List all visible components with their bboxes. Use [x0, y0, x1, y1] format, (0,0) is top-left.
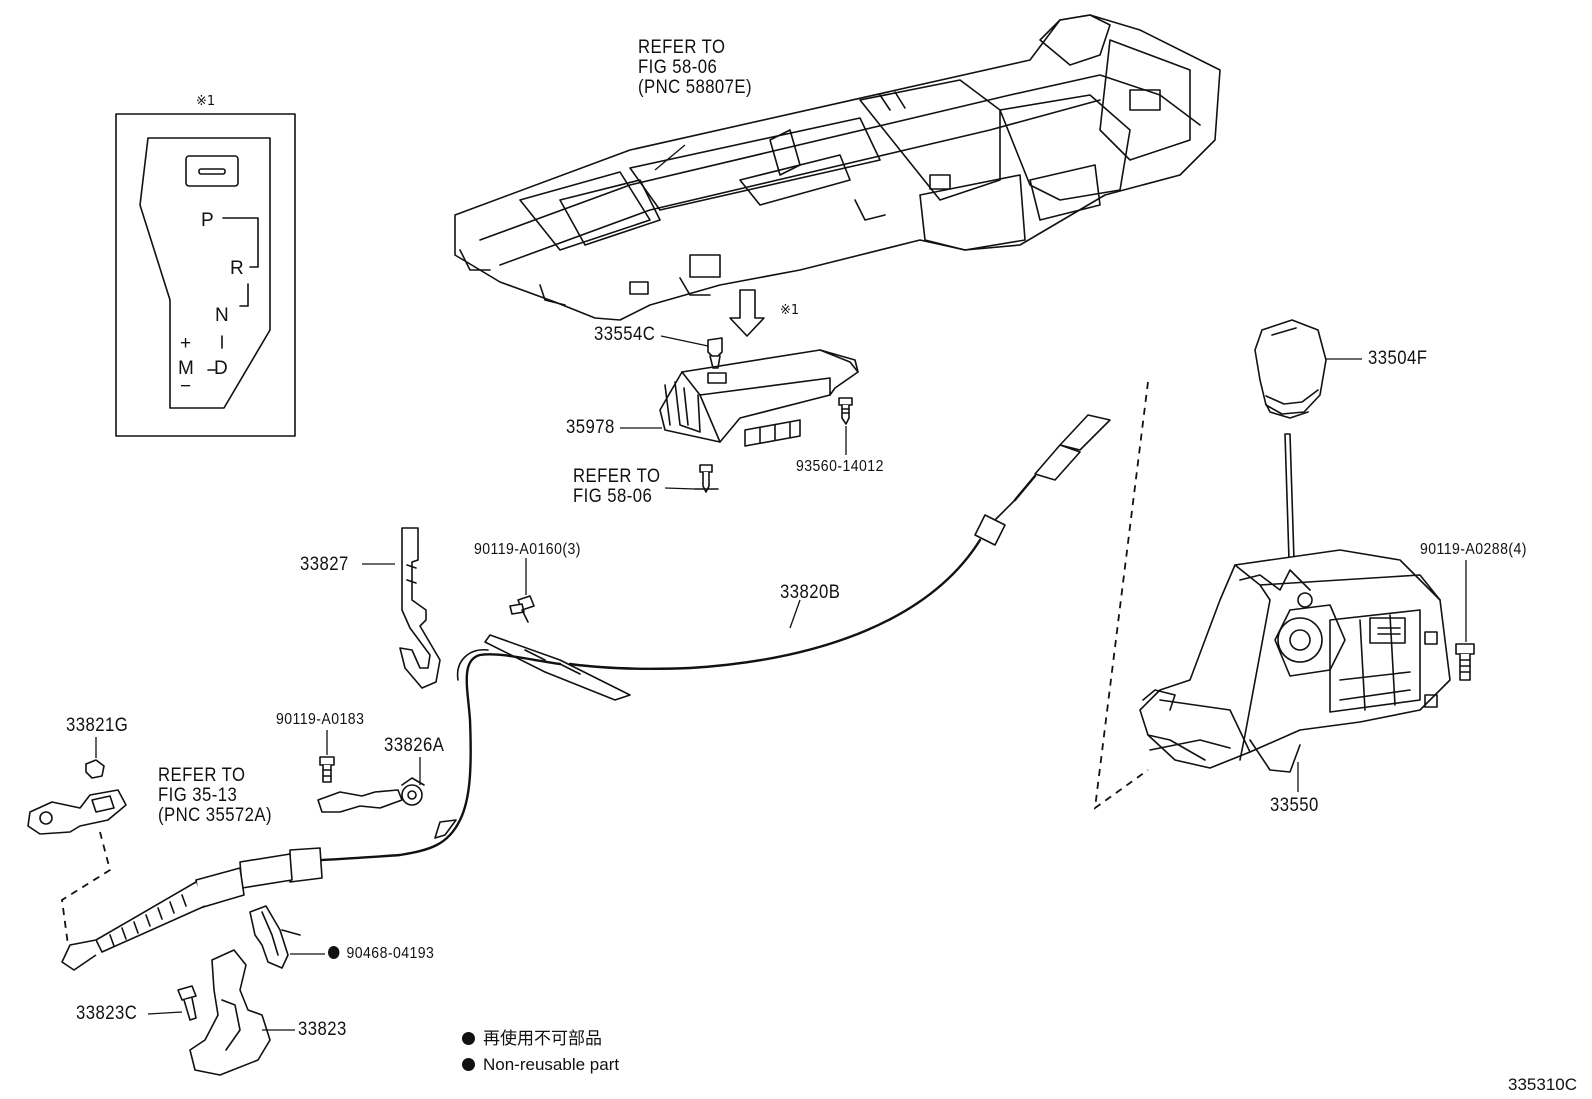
gear-p-label: P	[201, 210, 214, 231]
bracket-33823	[189, 949, 271, 1076]
refer-line: REFER TO	[638, 37, 726, 58]
part-label-33823[interactable]: 33823	[298, 1019, 347, 1040]
shift-pattern-inset	[115, 113, 296, 437]
refer-line: FIG 58-06	[638, 57, 718, 78]
legend-jp: 再使用不可部品	[462, 1029, 602, 1049]
part-label-33821g[interactable]: 33821G	[66, 715, 129, 736]
bolt-33823c	[177, 985, 197, 1021]
refer-line: FIG 35-13	[158, 785, 238, 806]
legend-jp-text: 再使用不可部品	[483, 1029, 602, 1048]
part-label-90119-a0288[interactable]: 90119-A0288(4)	[1420, 541, 1527, 558]
retainer-clip-90468	[249, 905, 301, 969]
part-label-35978[interactable]: 35978	[566, 417, 615, 438]
gear-n-label: N	[215, 305, 229, 326]
part-label-93560-14012[interactable]: 93560-14012	[796, 458, 884, 475]
shift-lever-rod	[1284, 433, 1295, 561]
cable-bracket-33827	[399, 527, 441, 689]
refer-note-35572a: REFER TO FIG 35-13 (PNC 35572A)	[158, 766, 272, 826]
part-label-90119-a0160[interactable]: 90119-A0160(3)	[474, 541, 581, 558]
part-label-33550[interactable]: 33550	[1270, 795, 1319, 816]
part-label-33820b[interactable]: 33820B	[780, 582, 841, 603]
part-label-90468-04193[interactable]: 90468-04193	[328, 944, 434, 963]
part-number-text: 90468-04193	[346, 945, 435, 962]
refer-line: REFER TO	[573, 466, 661, 487]
shift-indicator-assembly	[659, 337, 859, 493]
part-label-33827[interactable]: 33827	[300, 554, 349, 575]
refer-line: FIG 58-06	[573, 486, 653, 507]
alignment-dashed-line	[1093, 381, 1149, 810]
part-label-33823c[interactable]: 33823C	[76, 1003, 138, 1024]
shift-knob	[1254, 319, 1327, 419]
gear-minus-label: −	[180, 376, 192, 397]
console-box	[454, 14, 1221, 321]
non-reusable-dot-icon	[462, 1058, 475, 1071]
non-reusable-dot-icon	[462, 1032, 475, 1045]
part-label-90119-a0183[interactable]: 90119-A0183	[276, 711, 365, 728]
non-reusable-dot-icon	[328, 946, 340, 959]
refer-line: (PNC 35572A)	[158, 805, 273, 826]
bolt-90119-a0183	[319, 756, 335, 783]
bolt-90119-a0160	[509, 595, 535, 623]
part-label-33554c[interactable]: 33554C	[594, 324, 656, 345]
gear-r-label: R	[230, 258, 244, 279]
legend-en: Non-reusable part	[462, 1055, 619, 1075]
cable-link-dashed-line	[61, 831, 112, 946]
refer-note-fig-58-06: REFER TO FIG 58-06	[573, 467, 660, 507]
cable-clamp-33826a	[317, 777, 425, 813]
nut-33821g	[85, 759, 105, 779]
gear-plus-label: +	[180, 333, 192, 354]
gear-m-label: M	[178, 358, 194, 379]
assembly-arrow	[729, 289, 765, 337]
part-label-33826a[interactable]: 33826A	[384, 735, 445, 756]
part-label-33504f[interactable]: 33504F	[1368, 348, 1428, 369]
lever-bracket-35572a	[27, 789, 127, 835]
refer-line: (PNC 58807E)	[638, 77, 753, 98]
transmission-control-cable	[61, 414, 1111, 971]
gear-d-label: D	[214, 358, 228, 379]
inset-mark: ※1	[196, 94, 216, 109]
refer-note-58807e: REFER TO FIG 58-06 (PNC 58807E)	[638, 38, 752, 98]
arrow-mark: ※1	[780, 303, 800, 318]
legend-en-text: Non-reusable part	[483, 1055, 620, 1074]
shift-lever-assembly	[1139, 549, 1475, 773]
refer-line: REFER TO	[158, 765, 246, 786]
leader-lines	[95, 144, 1467, 1031]
figure-code: 335310C	[1508, 1075, 1578, 1094]
